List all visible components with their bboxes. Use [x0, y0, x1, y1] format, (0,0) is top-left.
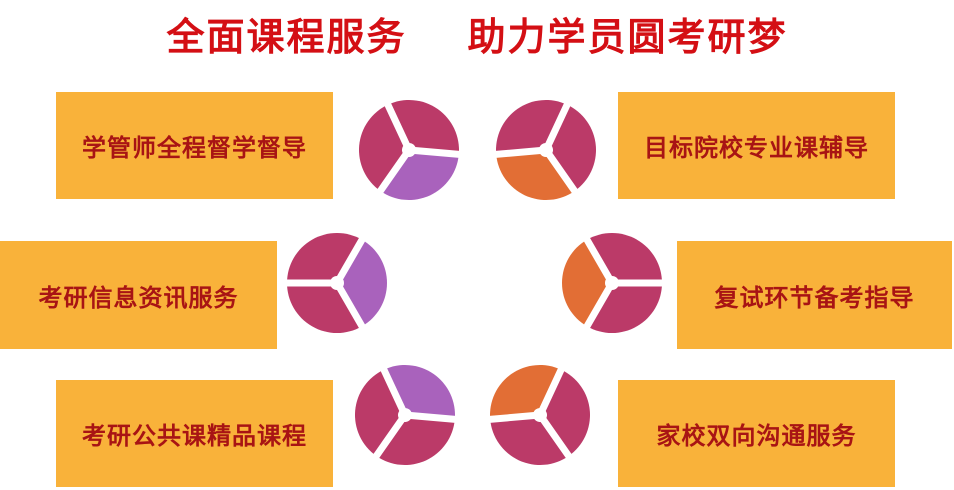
service-box-middle-left: 考研信息资讯服务	[0, 241, 277, 349]
service-box-top-left: 学管师全程督学督导	[56, 92, 333, 199]
segmented-circle-icon	[353, 363, 457, 467]
service-box-bottom-left: 考研公共课精品课程	[56, 380, 333, 487]
service-label: 复试环节备考指导	[714, 283, 915, 312]
segmented-circle-icon	[494, 98, 598, 202]
segmented-circle-icon	[560, 231, 664, 335]
service-label: 目标院校专业课辅导	[644, 134, 869, 162]
service-label: 家校双向沟通服务	[656, 422, 857, 450]
service-box-top-right: 目标院校专业课辅导	[618, 92, 895, 199]
service-box-middle-right: 复试环节备考指导	[677, 241, 952, 349]
service-box-bottom-right: 家校双向沟通服务	[618, 380, 895, 487]
segmented-circle-icon	[285, 231, 389, 335]
segmented-circle-icon	[357, 98, 461, 202]
service-label: 学管师全程督学督导	[82, 134, 307, 162]
page-title: 全面课程服务 助力学员圆考研梦	[166, 15, 788, 59]
segmented-circle-icon	[488, 363, 592, 467]
service-label: 考研信息资讯服务	[38, 283, 239, 312]
service-label: 考研公共课精品课程	[82, 422, 307, 450]
